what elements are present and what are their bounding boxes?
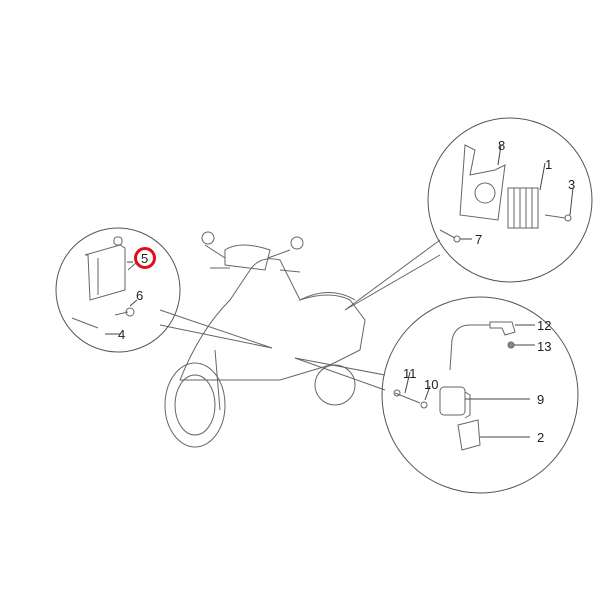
callout-top-right [427,117,593,283]
scooter-icon [164,231,366,448]
regulator-drawing [439,144,572,243]
callout-bottom-right [381,296,579,494]
part-label-12[interactable]: 12 [537,318,552,333]
part-label-6[interactable]: 6 [136,288,144,303]
part-label-3[interactable]: 3 [568,177,576,192]
part-label-5[interactable]: 5 [141,251,149,266]
ignition-coil-drawing [393,321,516,451]
part-label-9[interactable]: 9 [537,392,545,407]
part-label-1[interactable]: 1 [545,157,553,172]
label-leaders [105,144,574,438]
part-label-2[interactable]: 2 [537,430,545,445]
highlighted-part-marker[interactable] [134,247,156,269]
part-label-8[interactable]: 8 [498,138,506,153]
part-label-11[interactable]: 11 [403,366,417,381]
callout-left [55,227,181,353]
cdi-unit-drawing [71,236,138,329]
part-label-4[interactable]: 4 [118,327,126,342]
part-label-10[interactable]: 10 [424,377,439,392]
part-label-13[interactable]: 13 [537,339,552,354]
part-label-7[interactable]: 7 [475,232,483,247]
leader-lines [159,239,441,391]
